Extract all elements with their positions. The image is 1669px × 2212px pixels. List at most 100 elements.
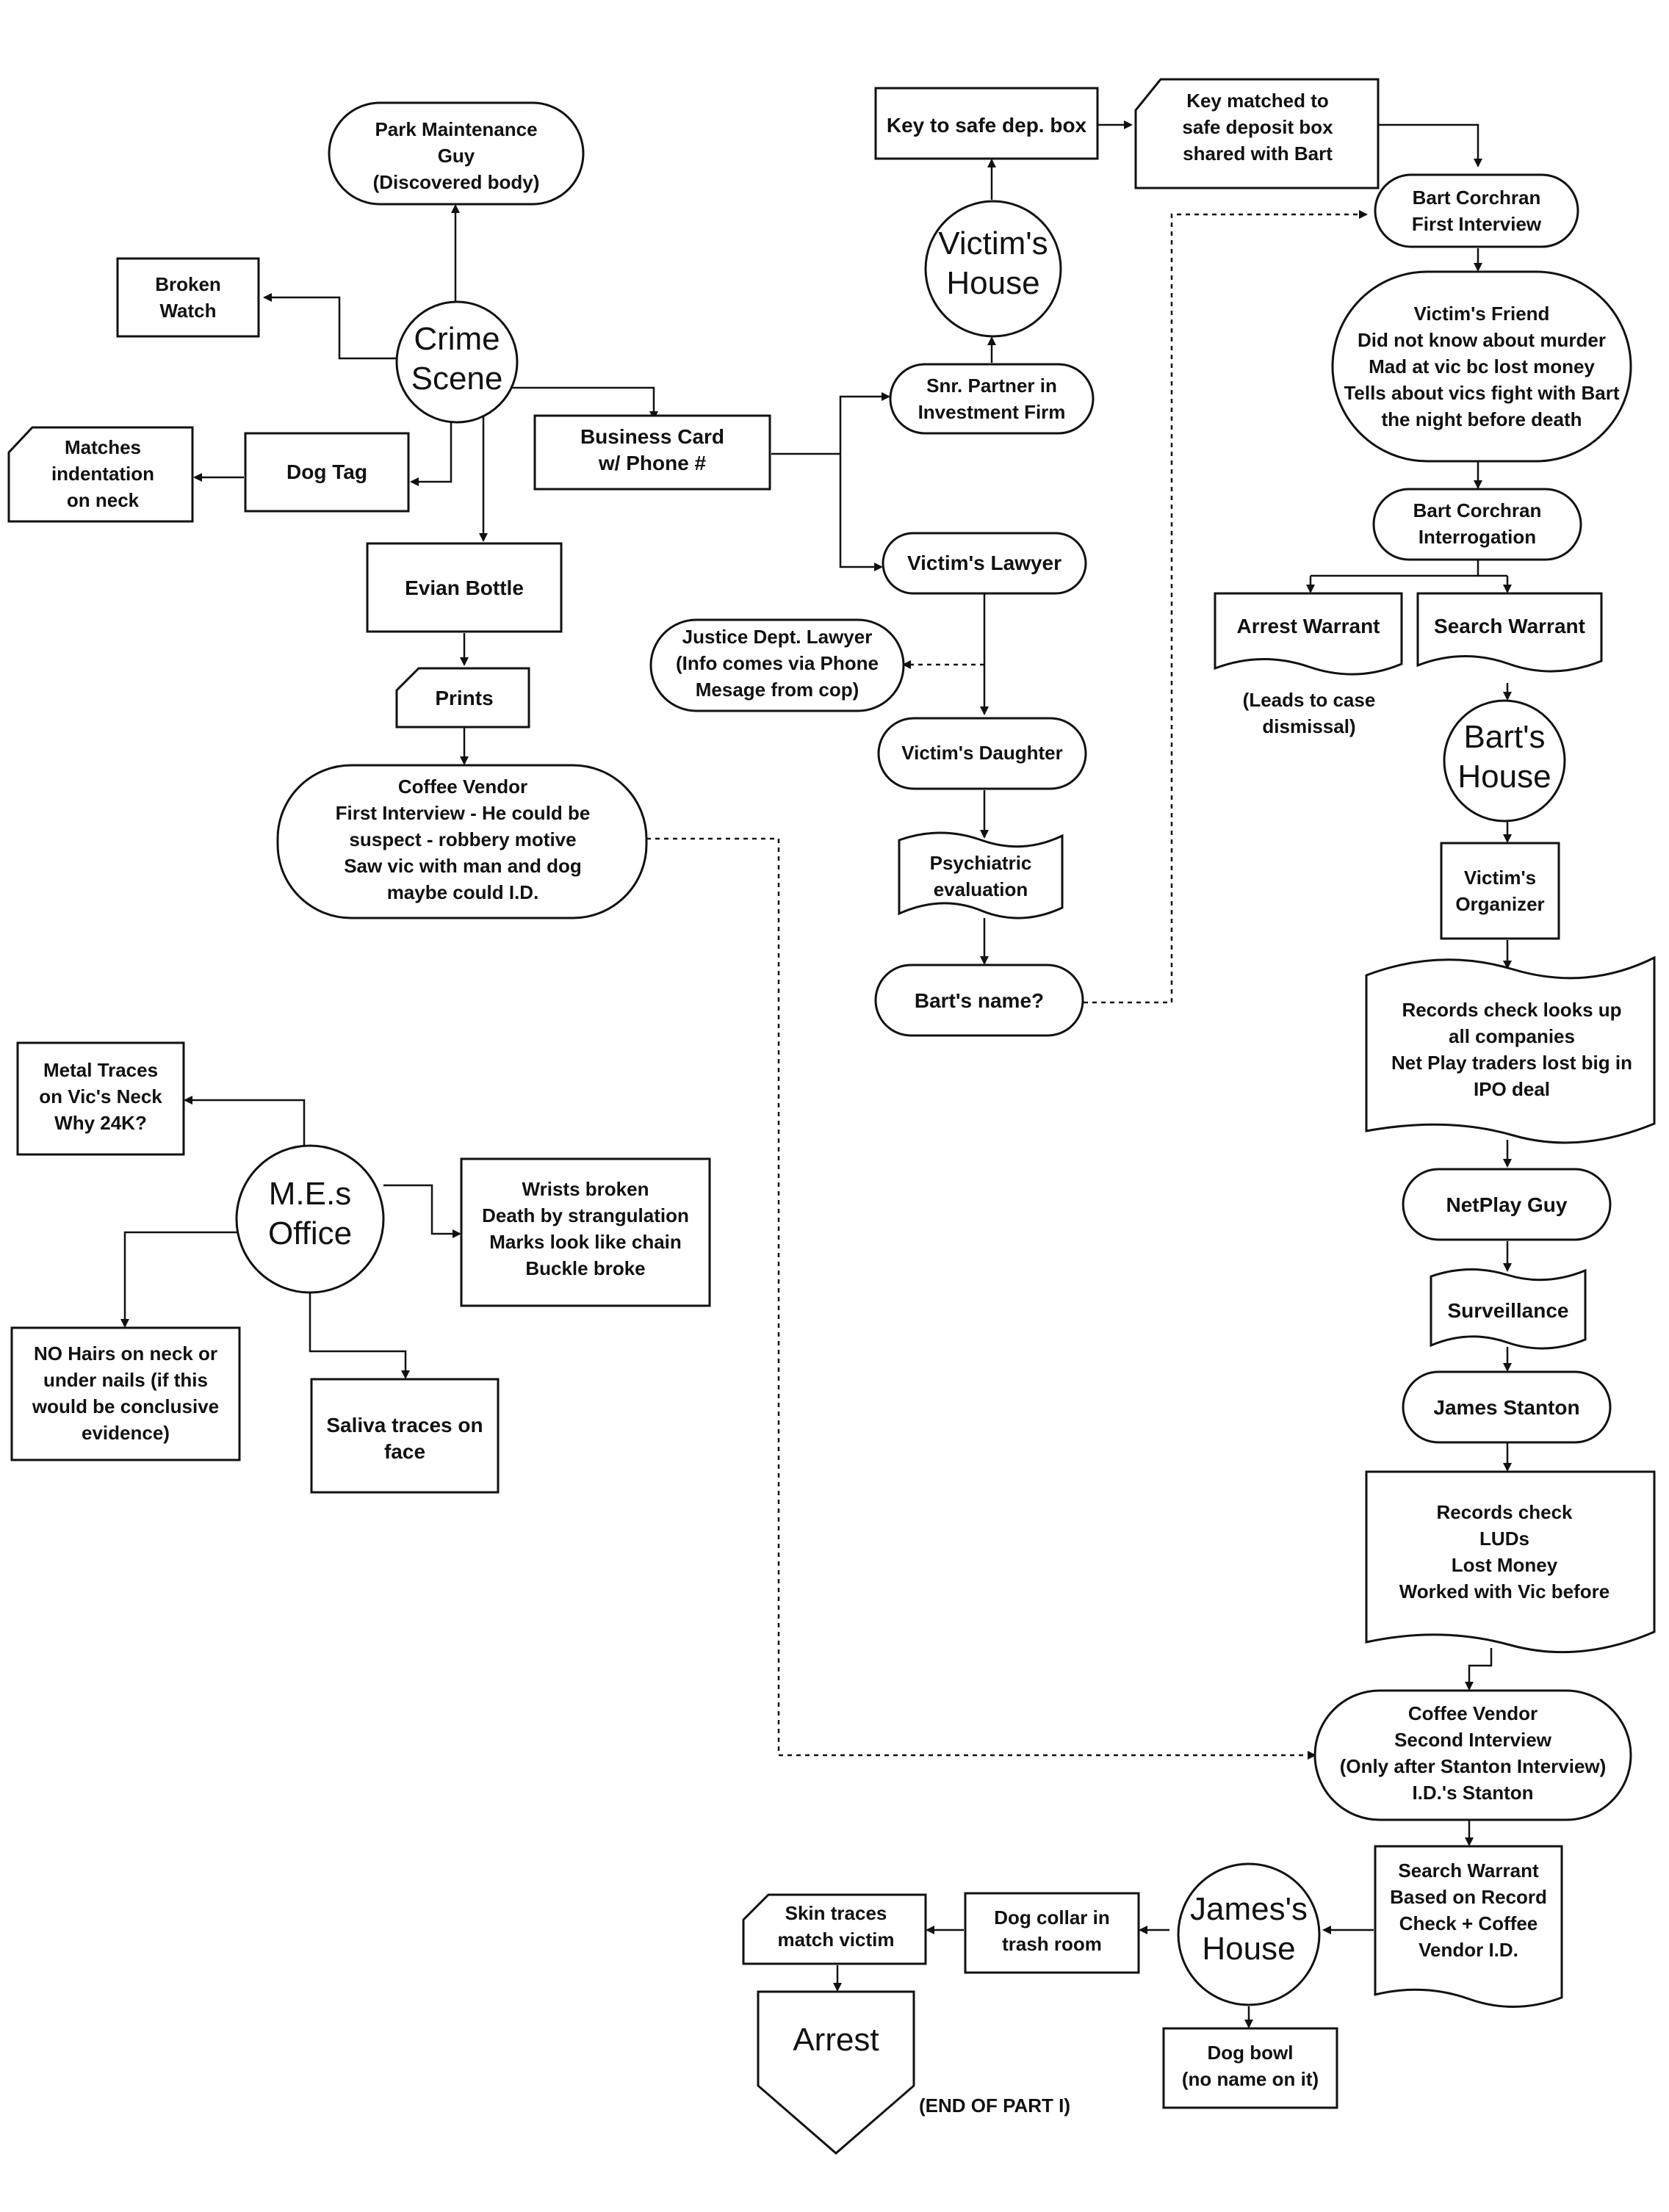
node-coffee-vendor-second-text-line-3: (Only after Stanton Interview) xyxy=(1340,1755,1607,1777)
node-arrest: Arrest xyxy=(757,1990,915,2155)
node-netplay-guy: NetPlay Guy xyxy=(1402,1168,1612,1241)
node-key-matched-text-line-2: safe deposit box xyxy=(1182,116,1333,138)
node-metal-traces-text-line-2: on Vic's Neck xyxy=(39,1085,162,1107)
node-records-check-2-text-line-1: Records check xyxy=(1437,1501,1574,1523)
node-justice-lawyer-text-line-2: (Info comes via Phone xyxy=(676,652,879,674)
node-victims-lawyer-text-line-1: Victim's Lawyer xyxy=(907,552,1061,574)
arrest-warrant-note: (Leads to case dismissal) xyxy=(1243,689,1376,737)
node-no-hairs-text-line-4: evidence) xyxy=(82,1422,170,1444)
node-business-card-text: Business Card w/ Phone # xyxy=(580,425,724,474)
edge-bartsname-to-bart1 xyxy=(1084,210,1368,1004)
node-me-office-text-line-2: Office xyxy=(268,1215,352,1251)
node-james-house-text-line-1: James's xyxy=(1190,1891,1308,1927)
arrest-warrant-note-line-2: dismissal) xyxy=(1262,715,1355,737)
node-park-maintenance-text-line-1: Park Maintenance xyxy=(375,118,537,140)
node-victims-daughter-text: Victim's Daughter xyxy=(901,742,1063,764)
edge-crime-to-watch xyxy=(263,293,411,360)
node-arrest-text-line-1: Arrest xyxy=(793,2022,879,2058)
node-dog-bowl-text-line-1: Dog bowl xyxy=(1208,2042,1294,2064)
end-of-part-label-line-1: (END OF PART I) xyxy=(919,2094,1070,2117)
node-prints-text-line-1: Prints xyxy=(435,687,493,709)
node-dog-tag-text-line-1: Dog Tag xyxy=(286,460,367,483)
node-saliva-traces-text-line-1: Saliva traces on xyxy=(326,1414,483,1436)
node-james-stanton-text: James Stanton xyxy=(1433,1396,1579,1419)
node-snr-partner-text-line-2: Investment Firm xyxy=(918,401,1066,423)
node-evian-bottle-text-line-1: Evian Bottle xyxy=(405,577,524,599)
node-metal-traces-text-line-3: Why 24K? xyxy=(54,1112,147,1134)
node-victims-daughter-text-line-1: Victim's Daughter xyxy=(901,742,1063,764)
node-search-warrant-2-text-line-2: Based on Record xyxy=(1390,1886,1547,1908)
node-victims-lawyer-text: Victim's Lawyer xyxy=(907,552,1061,574)
node-business-card-text-line-2: w/ Phone # xyxy=(598,452,707,474)
node-key-safe-box-text: Key to safe dep. box xyxy=(887,114,1087,137)
node-crime-scene-text-line-2: Scene xyxy=(411,361,503,397)
node-bart-first-interview-text-line-2: First Interview xyxy=(1412,213,1542,235)
node-broken-watch-text-line-2: Watch xyxy=(159,300,216,322)
node-wrists-broken-text-line-1: Wrists broken xyxy=(522,1178,649,1200)
node-no-hairs-text-line-2: under nails (if this xyxy=(43,1369,208,1391)
node-bart-first-interview-text-line-1: Bart Corchran xyxy=(1413,187,1541,209)
edge-crime-to-business-card xyxy=(507,386,658,420)
node-victims-friend-text-line-2: Did not know about murder xyxy=(1358,329,1606,351)
node-dog-tag-text: Dog Tag xyxy=(286,460,367,483)
node-key-matched-text-line-1: Key matched to xyxy=(1186,90,1329,112)
end-of-part-label: (END OF PART I) xyxy=(919,2094,1070,2117)
node-netplay-guy-text-line-1: NetPlay Guy xyxy=(1446,1193,1568,1216)
node-dog-bowl-text-line-2: (no name on it) xyxy=(1182,2068,1319,2090)
node-broken-watch-text-line-1: Broken xyxy=(155,273,221,295)
node-matches-indentation-text-line-2: indentation xyxy=(51,463,154,485)
node-surveillance-text-line-1: Surveillance xyxy=(1448,1299,1569,1322)
edge-crime-to-dogtag xyxy=(410,411,453,486)
arrest-warrant-note-line-1: (Leads to case xyxy=(1243,689,1376,711)
node-records-check-1-text-line-1: Records check looks up xyxy=(1402,999,1621,1021)
node-arrest-warrant-text: Arrest Warrant xyxy=(1236,615,1380,637)
node-saliva-traces-text-line-2: face xyxy=(384,1440,425,1463)
node-matches-indentation-text-line-1: Matches xyxy=(65,436,141,458)
node-search-warrant-1-text: Search Warrant xyxy=(1434,615,1585,637)
node-arrest-warrant: Arrest Warrant xyxy=(1214,592,1403,676)
node-search-warrant-2-text-line-3: Check + Coffee xyxy=(1399,1912,1538,1934)
node-justice-lawyer-text: Justice Dept. Lawyer(Info comes via Phon… xyxy=(676,626,879,701)
node-business-card-text-line-1: Business Card xyxy=(580,425,724,448)
node-evian-bottle-text: Evian Bottle xyxy=(405,577,524,599)
node-snr-partner-text-line-1: Snr. Partner in xyxy=(926,375,1057,397)
node-evian-bottle: Evian Bottle xyxy=(366,542,563,633)
node-records-check-1-text-line-3: Net Play traders lost big in xyxy=(1391,1052,1632,1074)
edge-branch-to-lawyer xyxy=(839,454,883,571)
node-james-stanton: James Stanton xyxy=(1402,1370,1612,1444)
node-netplay-guy-text: NetPlay Guy xyxy=(1446,1193,1568,1216)
node-crime-scene-text-line-1: Crime xyxy=(414,321,500,357)
node-coffee-vendor-second-text-line-1: Coffee Vendor xyxy=(1408,1702,1538,1724)
